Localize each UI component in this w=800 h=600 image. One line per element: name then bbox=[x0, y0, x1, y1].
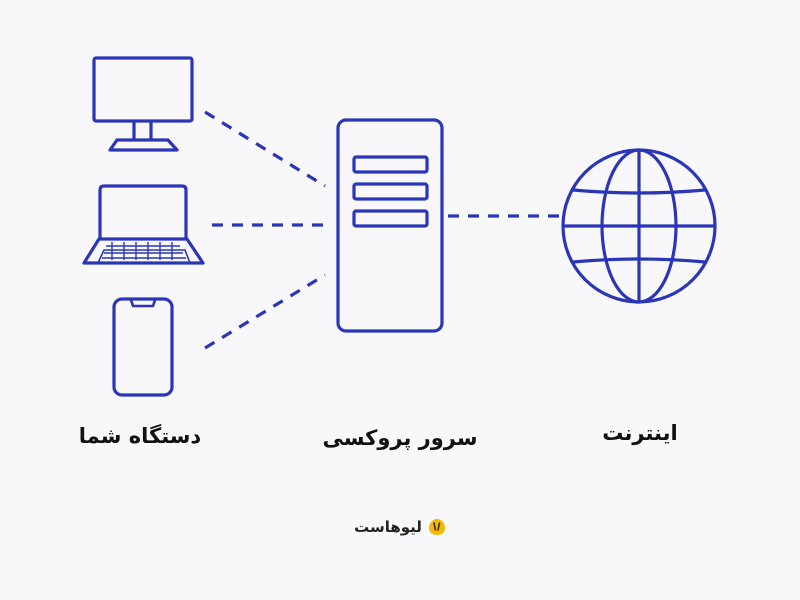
edge-monitor-proxy bbox=[204, 110, 326, 188]
proxy-server-label: سرور پروکسی bbox=[322, 426, 478, 450]
server-icon bbox=[336, 118, 444, 333]
devices-label: دستگاه شما bbox=[78, 424, 202, 448]
connection-lines bbox=[204, 110, 560, 350]
brand-watermark: لیوهاست bbox=[330, 512, 470, 542]
brand-logo-icon bbox=[428, 519, 445, 535]
smartphone-icon bbox=[112, 297, 174, 397]
monitor-icon bbox=[92, 56, 194, 152]
globe-icon bbox=[561, 148, 717, 304]
internet-label: اینترنت bbox=[602, 421, 678, 445]
laptop-icon bbox=[82, 184, 205, 265]
brand-name: لیوهاست bbox=[354, 518, 422, 536]
edge-smartphone-proxy bbox=[204, 273, 326, 350]
